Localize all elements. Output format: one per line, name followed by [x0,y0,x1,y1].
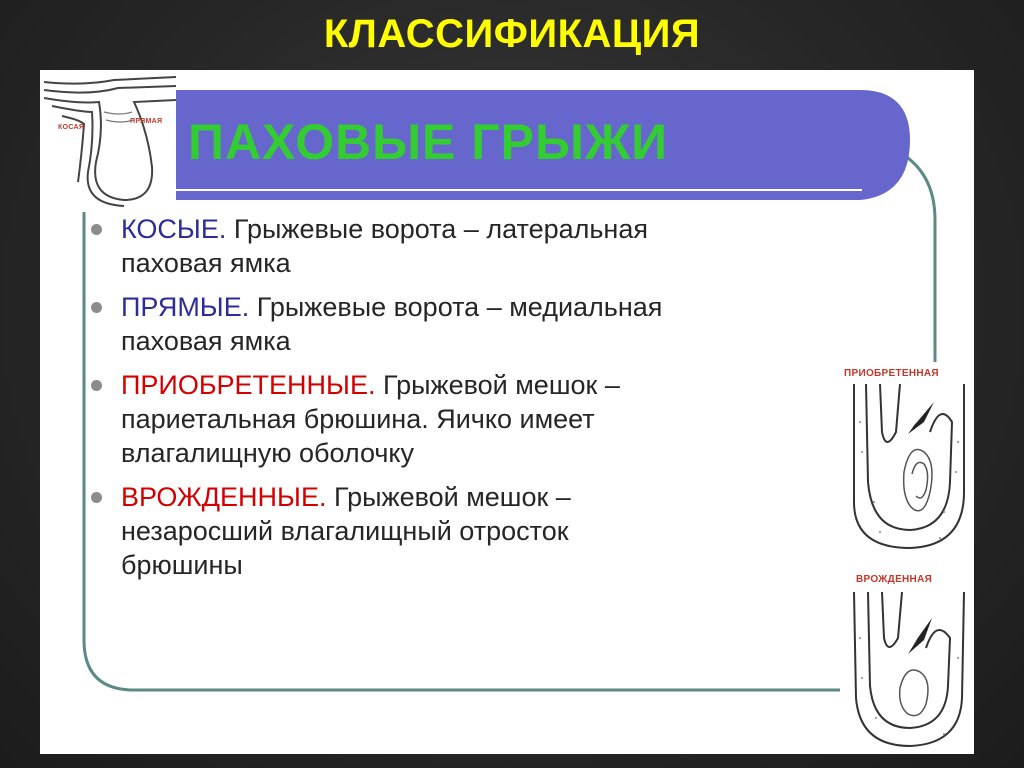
congenital-hernia-diagram: ВРОЖДЕННАЯ [840,568,972,752]
list-item: ПРИОБРЕТЕННЫЕ. Грыжевой мешок – париетал… [88,368,678,470]
slide-title: КЛАССИФИКАЦИЯ [323,12,701,56]
list-item: ПРЯМЫЕ. Грыжевые ворота – медиальная пах… [88,290,678,358]
oblique-label: КОСАЯ [58,124,85,131]
bullet-text: Грыжевые ворота – латеральная паховая ям… [121,214,648,278]
acquired-label: ПРИОБРЕТЕННАЯ [844,368,939,379]
congenital-label: ВРОЖДЕННАЯ [856,574,933,585]
bullet-term: ПРЯМЫЕ. [121,292,250,322]
bullet-icon [91,492,102,503]
section-header: ПАХОВЫЕ ГРЫЖИ [188,114,669,170]
header-bar [176,90,910,200]
bullet-term: КОСЫЕ. [121,214,227,244]
bullet-icon [91,302,102,313]
oblique-direct-diagram: КОСАЯ ПРЯМАЯ [44,72,176,208]
bullet-text: Грыжевой мешок – париетальная брюшина. Я… [121,370,620,468]
bullet-list: КОСЫЕ. Грыжевые ворота – латеральная пах… [88,212,678,592]
direct-label: ПРЯМАЯ [130,118,163,125]
bullet-term: ПРИОБРЕТЕННЫЕ. [121,370,376,400]
list-item: КОСЫЕ. Грыжевые ворота – латеральная пах… [88,212,678,280]
list-item: ВРОЖДЕННЫЕ. Грыжевой мешок – незаросший … [88,480,678,582]
bullet-text: Грыжевой мешок – незаросший влагалищный … [121,482,571,580]
bullet-icon [91,224,102,235]
bullet-term: ВРОЖДЕННЫЕ. [121,482,327,512]
bullet-text: Грыжевые ворота – медиальная паховая ямк… [121,292,663,356]
bullet-icon [91,380,102,391]
acquired-hernia-diagram: ПРИОБРЕТЕННАЯ [840,362,972,552]
